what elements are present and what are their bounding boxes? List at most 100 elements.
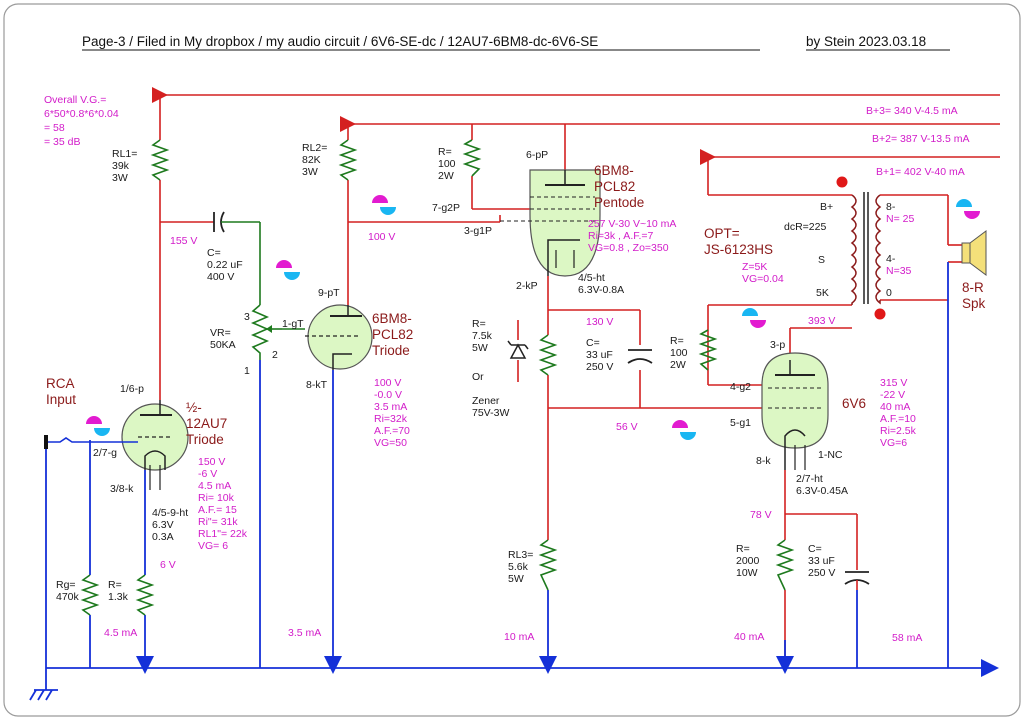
opt-label-1: OPT= (704, 226, 740, 241)
stage1-rk-label-2: 1.3k (108, 591, 129, 603)
svg-text:Overall V.G.=: Overall V.G.= (44, 94, 106, 106)
svg-text:A.F.=70: A.F.=70 (374, 425, 410, 437)
stage3-tube-label-1: 6BM8- (594, 163, 634, 178)
speaker-label-1: 8-R (962, 280, 984, 295)
supply-b2-label: B+2= 387 V-13.5 mA (872, 133, 969, 145)
stage4-pin-nc: 1-NC (818, 449, 843, 461)
stage1-cathode-voltage: 6 V (160, 559, 176, 571)
opt-sec-n35: N=35 (886, 265, 912, 277)
rl3-label-1: RL3= (508, 549, 533, 561)
rg-resistor (80, 574, 100, 616)
stage4-rk-resistor (775, 539, 795, 591)
svg-text:VG=6: VG=6 (880, 437, 907, 449)
svg-text:Ri=2.5k: Ri=2.5k (880, 425, 917, 437)
svg-text:VG= 6: VG= 6 (198, 540, 228, 552)
svg-text:Ri=3k , A.F.=7: Ri=3k , A.F.=7 (588, 230, 654, 242)
opt-sec-4: 4- (886, 253, 896, 265)
rl2-label-1: RL2= (302, 142, 327, 154)
stage3-g2-resistor (462, 139, 482, 177)
stage1-heater-2: 6.3V (152, 519, 174, 531)
rg-label-1: Rg= (56, 579, 76, 591)
stage4-pin-g2: 4-g2 (730, 381, 751, 393)
stage1-params: 150 V -6 V 4.5 mA Ri= 10k A.F.= 15 Ri"= … (198, 456, 248, 552)
opt-label-2: JS-6123HS (704, 242, 773, 257)
opt-spec-1: Z=5K (742, 261, 767, 273)
supply-b1-label: B+1= 402 V-40 mA (876, 166, 965, 178)
ground-wiring (45, 262, 999, 690)
stage4-g2-resistor (698, 329, 718, 371)
vr-pin-1: 1 (244, 365, 250, 377)
stage3-cathode-resistor (538, 334, 558, 376)
stage1-heater-3: 0.3A (152, 531, 174, 543)
stage4-params: 315 V -22 V 40 mA A.F.=10 Ri=2.5k VG=6 (880, 377, 917, 449)
svg-text:RL1"= 22k: RL1"= 22k (198, 528, 248, 540)
opt-dcr: dcR=225 (784, 221, 826, 233)
stage3-params: 257 V-30 V~10 mA Ri=3k , A.F.=7 VG=0.8 ,… (588, 218, 676, 254)
svg-text:VG=50: VG=50 (374, 437, 407, 449)
gain-note: Overall V.G.= 6*50*0.8*6*0.04 = 58 = 35 … (44, 94, 119, 148)
stage4-g2-r-label-1: R= (670, 335, 684, 347)
svg-text:-0.0 V: -0.0 V (374, 389, 402, 401)
stage4-heater-1: 2/7-ht (796, 473, 823, 485)
stage2-tube-label-2: PCL82 (372, 327, 413, 342)
stage4-rk-label-2: 2000 (736, 555, 760, 567)
vr-label-2: 50KA (210, 339, 236, 351)
stage3-output-voltage: 56 V (616, 421, 638, 433)
stage4-pin-cathode: 8-k (756, 455, 771, 467)
stage3-g2-r-label-2: 100 (438, 158, 456, 170)
stage1-tube-label-3: Triode (186, 432, 224, 447)
header-title: Page-3 / Filed in My dropbox / my audio … (82, 34, 598, 49)
sheet-border (3, 3, 1021, 717)
stage2-tube-label-1: 6BM8- (372, 311, 412, 326)
stage2-current: 3.5 mA (288, 627, 321, 639)
stage3-zener-r-label-3: 5W (472, 342, 488, 354)
opt-prim-s: S (818, 254, 825, 266)
coupling-capacitor (213, 211, 261, 305)
stage3-g2-r-label-3: 2W (438, 170, 454, 182)
rl1-resistor (150, 139, 170, 181)
rl2-resistor (338, 139, 358, 181)
stage3-current: 10 mA (504, 631, 534, 643)
stage3-capacitor (627, 349, 653, 364)
svg-text:= 58: = 58 (44, 122, 65, 134)
stage1-pin-cathode: 3/8-k (110, 483, 134, 495)
stage1-rk-resistor (135, 574, 155, 616)
zener-label-1: Zener (472, 395, 500, 407)
stage4-current: 40 mA (734, 631, 764, 643)
stage1-rk-label-1: R= (108, 579, 122, 591)
rl1-label-1: RL1= (112, 148, 137, 160)
speaker-label-2: Spk (962, 296, 986, 311)
stage3-cap-label-3: 250 V (586, 361, 613, 373)
stage1-heater-1: 4/5-9-ht (152, 507, 188, 519)
stage1-plate-voltage: 155 V (170, 235, 197, 247)
svg-text:257 V-30 V~10 mA: 257 V-30 V~10 mA (588, 218, 676, 230)
stage3-tube-label-3: Pentode (594, 195, 644, 210)
stage3-zener-r-label-2: 7.5k (472, 330, 493, 342)
stage3-tube-label-2: PCL82 (594, 179, 635, 194)
opt-sec-0: 0 (886, 287, 892, 299)
svg-text:Ri= 10k: Ri= 10k (198, 492, 235, 504)
stage4-ck-label-3: 250 V (808, 567, 835, 579)
svg-text:VG=0.8 , Zo=350: VG=0.8 , Zo=350 (588, 242, 669, 254)
stage1-tube-label-2: 12AU7 (186, 416, 227, 431)
input-label-1: RCA (46, 376, 75, 391)
svg-text:150 V: 150 V (198, 456, 225, 468)
stage2-pin-grid: 1-gT (282, 318, 304, 330)
opt-sec-8: 8- (886, 201, 896, 213)
stage4-heater-2: 6.3V-0.45A (796, 485, 848, 497)
stage4-ck-label-1: C= (808, 543, 822, 555)
stage3-pin-plate: 6-pP (526, 149, 548, 161)
stage2-plate-voltage: 100 V (368, 231, 395, 243)
svg-text:Ri=32k: Ri=32k (374, 413, 408, 425)
rl3-resistor (538, 539, 558, 591)
input-label-2: Input (46, 392, 76, 407)
cap-label-1: C= (207, 247, 221, 259)
stage4-tube-label: 6V6 (842, 396, 866, 411)
rl3-label-3: 5W (508, 573, 524, 585)
svg-text:3.5 mA: 3.5 mA (374, 401, 407, 413)
vr-pin-3: 3 (244, 311, 250, 323)
stage4-rk-label-1: R= (736, 543, 750, 555)
svg-text:= 35 dB: = 35 dB (44, 136, 81, 148)
stage4-cathode-voltage: 78 V (750, 509, 772, 521)
